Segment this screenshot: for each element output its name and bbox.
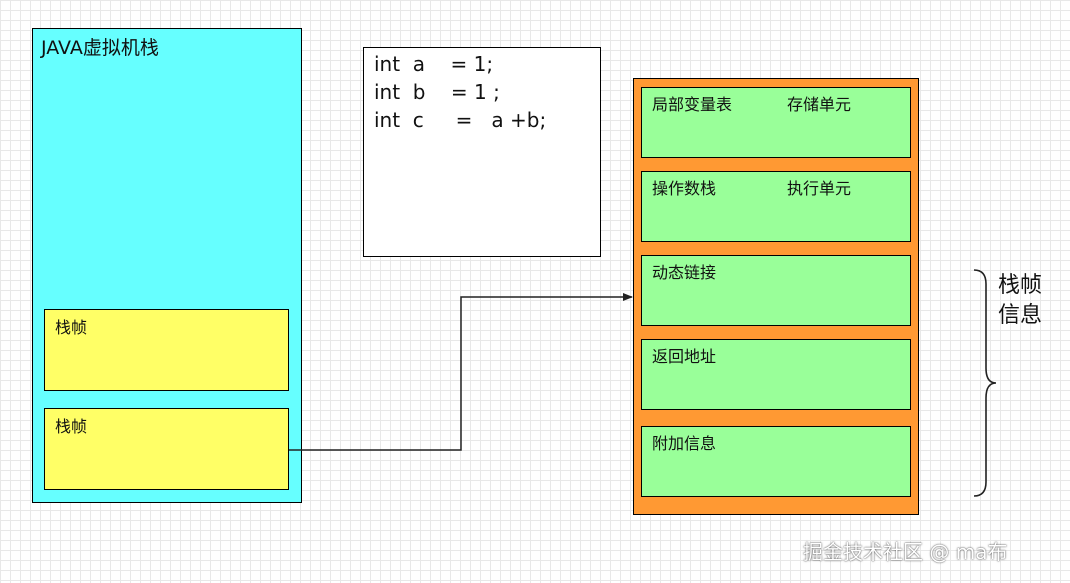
slot-operand-stack: 操作数栈 执行单元 (641, 171, 911, 242)
brace-label-line: 信息 (998, 303, 1043, 328)
stack-frame-label: 栈帧 (55, 318, 88, 337)
code-line: int b = 1 ; (374, 80, 500, 104)
slot-dynamic-linking: 动态链接 (641, 255, 911, 326)
slot-desc: 存储单元 (787, 95, 852, 114)
stack-frame-box: 栈帧 (44, 408, 289, 490)
slot-name: 动态链接 (652, 263, 717, 282)
slot-return-address: 返回地址 (641, 339, 911, 410)
brace-label-line: 栈帧 (998, 273, 1043, 298)
code-line: int c = a +b; (374, 108, 547, 132)
slot-name: 附加信息 (652, 434, 717, 453)
slot-name: 局部变量表 (652, 95, 733, 114)
slot-name: 返回地址 (652, 347, 717, 366)
stack-frame-label: 栈帧 (55, 417, 88, 436)
code-line: int a = 1; (374, 52, 494, 76)
stack-frame-box: 栈帧 (44, 309, 289, 391)
slot-name: 操作数栈 (652, 179, 717, 198)
slot-desc: 执行单元 (787, 179, 852, 198)
code-block: int a = 1; int b = 1 ; int c = a +b; (363, 47, 601, 257)
slot-additional-info: 附加信息 (641, 426, 911, 497)
connector-arrow (289, 293, 633, 451)
curly-brace-icon (973, 269, 997, 497)
jvm-stack-title: JAVA虚拟机栈 (41, 37, 159, 59)
slot-local-variables: 局部变量表 存储单元 (641, 87, 911, 158)
brace-label: 栈帧 信息 (998, 271, 1058, 331)
watermark: 掘金技术社区 @ ma布 (803, 540, 1008, 564)
